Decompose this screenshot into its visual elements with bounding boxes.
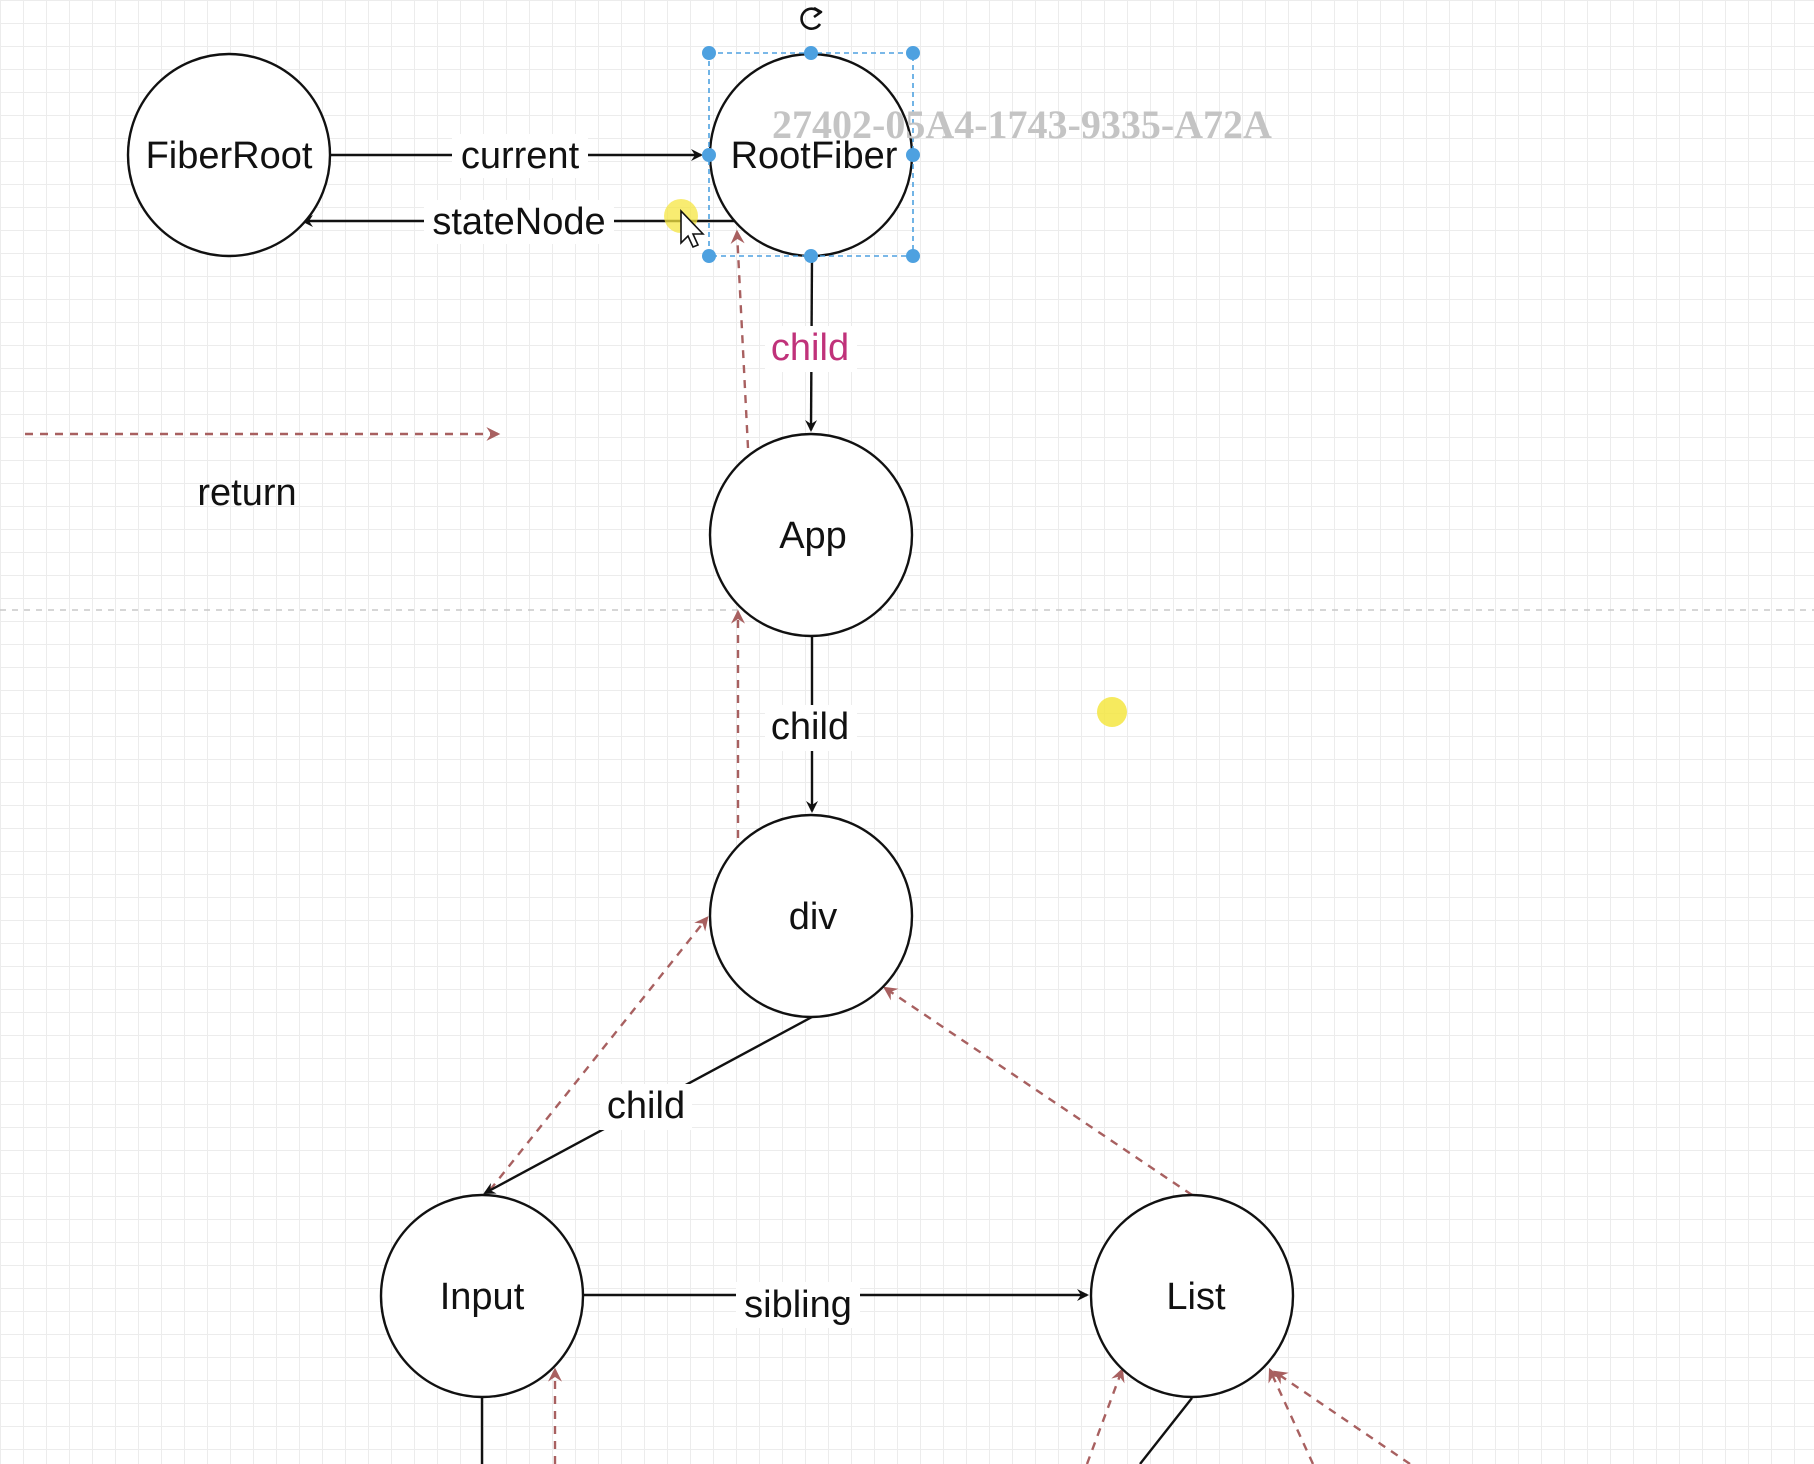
resize-handle-bottom[interactable] <box>804 249 818 263</box>
resize-handle-top-left[interactable] <box>702 46 716 60</box>
node-fiberroot[interactable] <box>126 52 332 258</box>
edge-label-sibling: sibling <box>744 1284 852 1326</box>
edge-list-down[interactable] <box>1139 1397 1193 1464</box>
return-edge-into-list-b[interactable] <box>1268 1367 1315 1464</box>
resize-handle-top[interactable] <box>804 46 818 60</box>
edge-label-bg <box>765 705 857 751</box>
resize-handle-top-right[interactable] <box>906 46 920 60</box>
return-edge-app-to-rootfiber[interactable] <box>730 229 750 449</box>
return-edge-input-to-div[interactable] <box>489 916 709 1191</box>
legend-return-label: return <box>197 472 296 514</box>
watermark-text: 27402-05A4-1743-9335-A72A <box>772 102 1272 147</box>
return-edge-into-list-c[interactable] <box>1273 1370 1411 1464</box>
edge-label-statenode: stateNode <box>432 201 605 243</box>
node-label-div: div <box>789 896 838 938</box>
node-input[interactable] <box>379 1193 585 1399</box>
resize-handle-left[interactable] <box>702 148 716 162</box>
mouse-cursor-icon <box>680 209 705 249</box>
node-label-fiberroot: FiberRoot <box>146 135 313 177</box>
node-label-list: List <box>1166 1276 1226 1318</box>
edge-label-child-div-input: child <box>607 1085 685 1127</box>
resize-handle-right[interactable] <box>906 148 920 162</box>
edge-label-current: current <box>461 135 580 177</box>
node-div[interactable] <box>708 813 914 1019</box>
node-app[interactable] <box>708 432 914 638</box>
edge-label-bg <box>452 134 588 178</box>
return-edge-list-to-div[interactable] <box>883 986 1193 1196</box>
rotate-icon[interactable] <box>800 6 823 30</box>
node-label-app: App <box>779 515 847 557</box>
resize-handle-bottom-left[interactable] <box>702 249 716 263</box>
node-label-rootfiber: RootFiber <box>731 135 898 177</box>
node-label-input: Input <box>440 1276 525 1318</box>
edge-label-bg <box>765 326 857 372</box>
edge-label-child-highlighted: child <box>771 327 849 369</box>
pointer-highlight-dot-secondary <box>1097 697 1127 727</box>
edge-label-bg <box>424 200 614 244</box>
edge-label-bg <box>600 1084 692 1130</box>
node-list[interactable] <box>1089 1193 1295 1399</box>
return-edge-into-list-a[interactable] <box>1085 1367 1125 1464</box>
resize-handle-bottom-right[interactable] <box>906 249 920 263</box>
selection-box[interactable] <box>702 46 920 263</box>
edge-label-bg <box>736 1282 860 1328</box>
edge-label-child-app-div: child <box>771 706 849 748</box>
